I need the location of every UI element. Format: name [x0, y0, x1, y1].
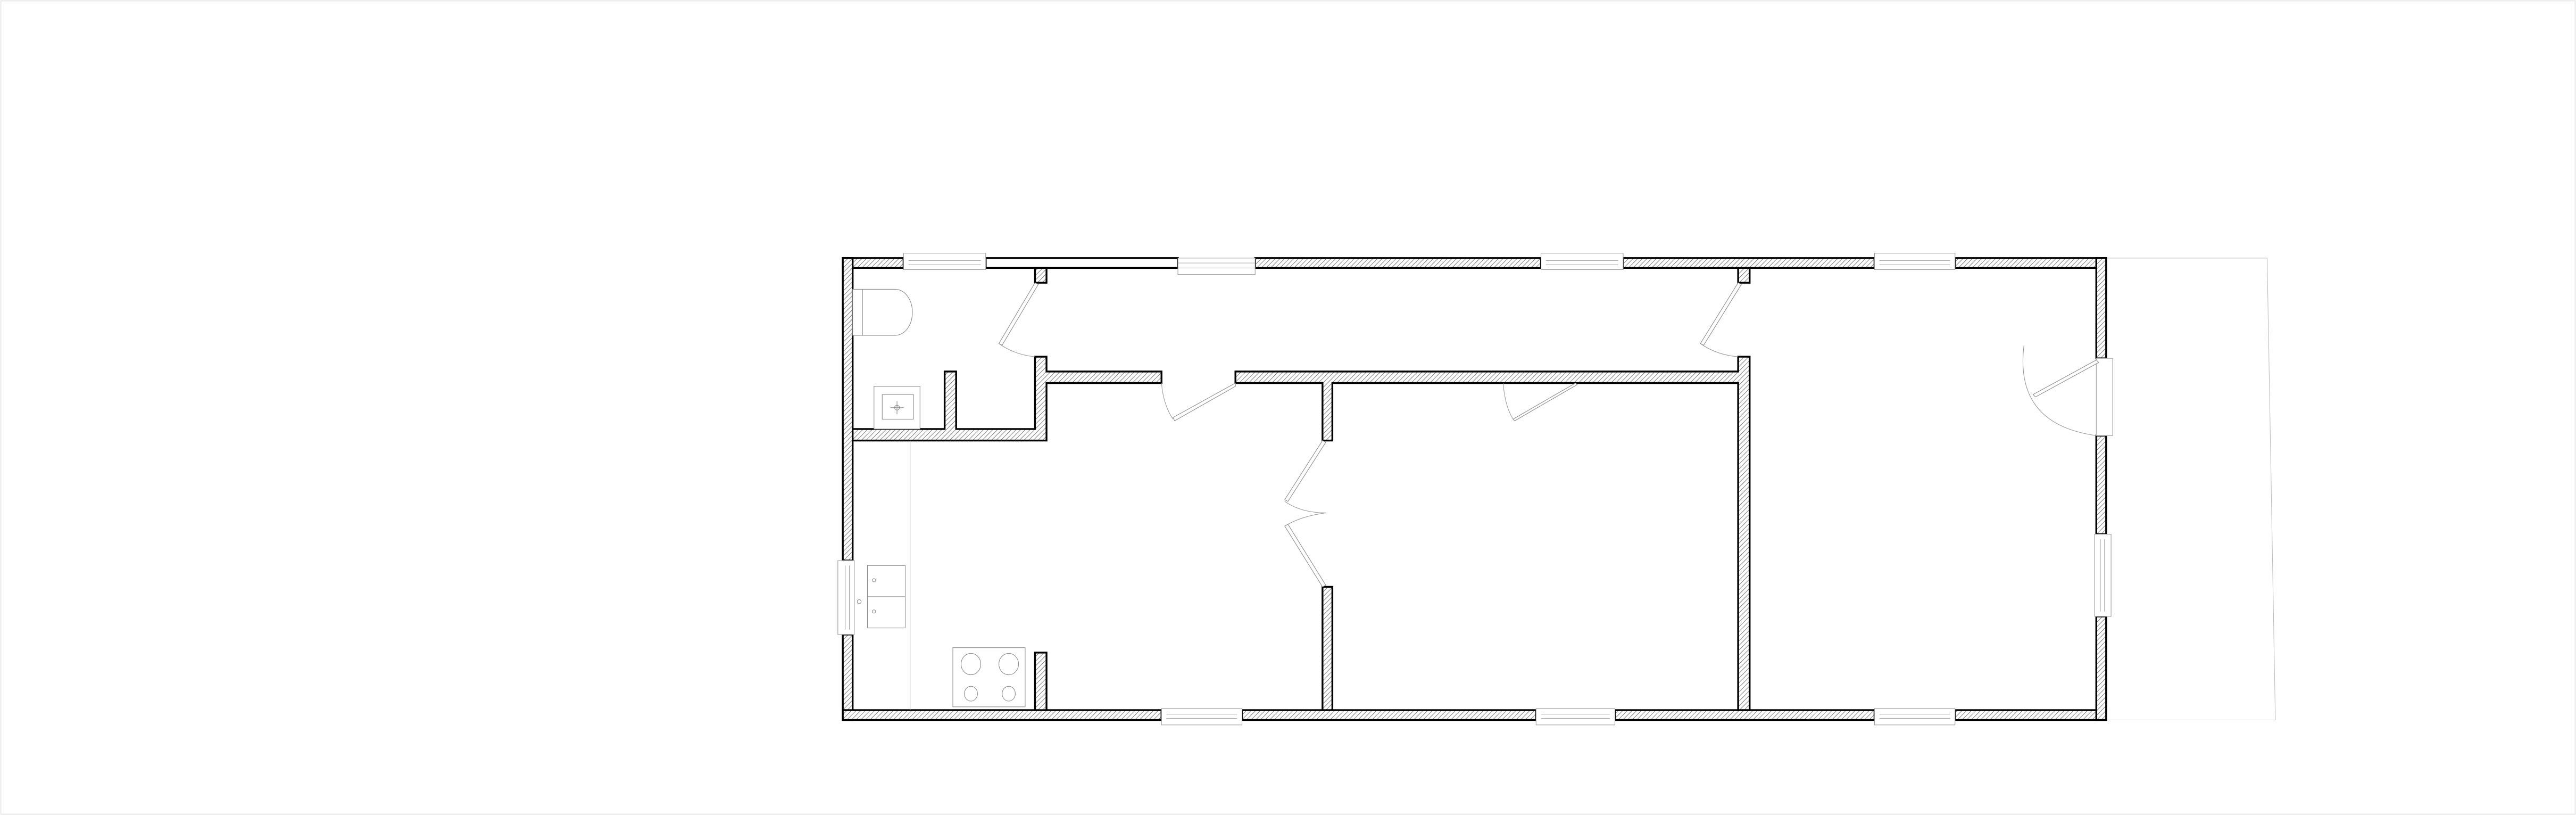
washbasin — [874, 386, 920, 430]
bedroom-door — [1502, 382, 1578, 422]
bathroom-door — [998, 282, 1039, 357]
left-wall — [842, 257, 854, 721]
window-top-middle — [1541, 253, 1624, 270]
double-sink — [857, 565, 906, 629]
interior-walls — [851, 267, 1751, 711]
window-right — [2094, 534, 2112, 617]
entrance-door — [2022, 345, 2113, 436]
window-top-right — [1874, 253, 1956, 270]
double-door — [1284, 440, 1326, 588]
stove — [952, 647, 1026, 707]
site-outline — [2106, 258, 2276, 721]
window-bottom-middle — [1535, 708, 1616, 726]
toilet — [852, 289, 913, 336]
window-bottom-left — [1161, 708, 1243, 726]
window-bottom-right — [1874, 708, 1956, 726]
living-door — [1161, 382, 1236, 422]
window-top-hall-glass — [1177, 258, 1256, 275]
window-left-kitchen — [837, 560, 855, 635]
window-top-bathroom — [903, 253, 986, 270]
right-wall — [2095, 257, 2107, 721]
hall-door-right — [1700, 282, 1742, 357]
